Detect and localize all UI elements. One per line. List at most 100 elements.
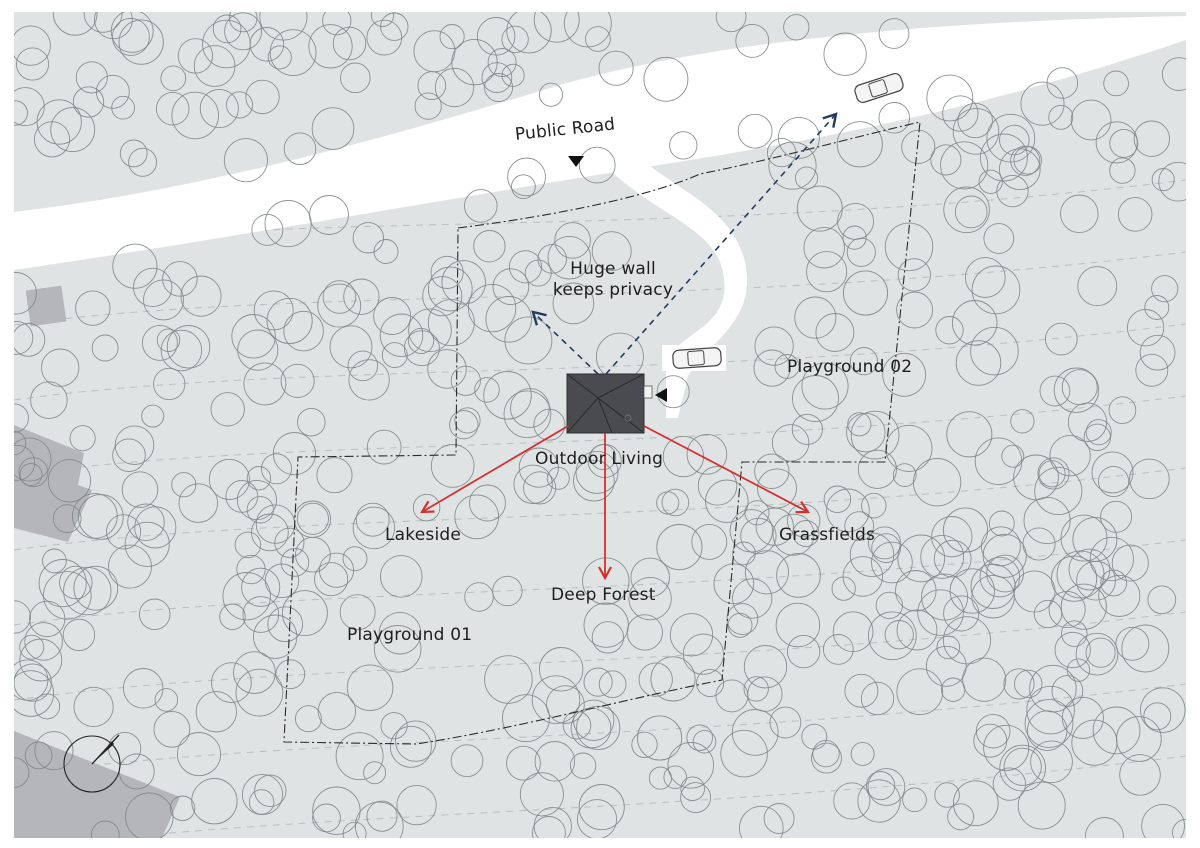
tree: [885, 424, 933, 472]
tree: [732, 578, 773, 619]
tree: [1039, 375, 1071, 407]
tree: [860, 681, 895, 716]
tree: [777, 116, 820, 159]
tree: [1051, 555, 1098, 602]
tree: [171, 91, 219, 140]
tree: [1091, 451, 1134, 494]
tree: [19, 463, 43, 486]
tree: [538, 647, 584, 692]
tree: [269, 29, 317, 76]
tree: [1098, 465, 1130, 498]
tree: [867, 611, 917, 661]
tree: [926, 74, 974, 122]
tree: [464, 582, 494, 612]
tree: [223, 138, 268, 183]
tree: [14, 403, 29, 433]
tree: [504, 316, 553, 365]
tree: [156, 328, 181, 352]
tree: [261, 453, 292, 485]
tree: [314, 562, 349, 597]
tree: [160, 329, 203, 372]
tree: [1095, 121, 1138, 164]
tree: [896, 668, 944, 716]
tree: [91, 334, 119, 362]
tree: [842, 556, 884, 597]
tree: [14, 431, 27, 456]
tree: [246, 466, 272, 491]
tree: [508, 250, 543, 284]
tree: [1068, 548, 1111, 591]
contour-line: [14, 323, 1186, 401]
tree: [297, 407, 326, 437]
tree: [52, 12, 98, 36]
tree: [322, 12, 352, 36]
tree: [162, 261, 198, 297]
tree: [1001, 444, 1025, 468]
tree: [983, 724, 1030, 771]
tree: [743, 645, 788, 689]
tree: [503, 390, 552, 439]
tree: [1151, 168, 1175, 192]
tree: [41, 348, 80, 387]
tree: [118, 19, 164, 65]
tree: [578, 146, 616, 184]
tree: [970, 563, 1016, 609]
tree: [1158, 161, 1186, 202]
tree: [199, 88, 239, 129]
tree: [1034, 466, 1083, 516]
tree: [259, 12, 308, 41]
tree: [309, 195, 349, 235]
tree: [531, 675, 581, 724]
privacy-arrows: [533, 114, 836, 375]
tree: [14, 272, 37, 315]
tree: [335, 732, 384, 781]
tree: [212, 14, 242, 44]
tree: [1115, 626, 1150, 661]
tree: [973, 723, 1008, 758]
tree: [533, 12, 580, 43]
tree: [34, 731, 74, 771]
tree: [1022, 527, 1056, 561]
tree: [772, 513, 815, 556]
tree: [531, 816, 566, 838]
tree: [412, 493, 441, 522]
tree: [1144, 295, 1170, 320]
tree: [243, 362, 287, 406]
tree: [947, 803, 975, 831]
tree: [554, 222, 591, 259]
tree: [316, 457, 353, 494]
tree: [842, 270, 889, 316]
tree: [979, 556, 1021, 598]
tree: [942, 95, 979, 132]
tree: [122, 668, 164, 709]
car-icon: [854, 72, 904, 104]
tree: [992, 767, 1027, 801]
tree: [844, 673, 879, 708]
tree: [14, 600, 31, 634]
tree: [705, 479, 749, 524]
label-lakeside: Lakeside: [385, 525, 462, 545]
tree: [241, 567, 281, 607]
tree: [380, 555, 423, 598]
tree: [378, 611, 422, 655]
tree: [999, 744, 1047, 792]
tree: [506, 745, 541, 781]
tree: [833, 782, 871, 820]
tree: [138, 598, 171, 631]
tree: [245, 79, 280, 115]
tree: [986, 554, 1024, 593]
tree: [281, 590, 328, 637]
tree: [473, 230, 506, 263]
tree: [1054, 631, 1091, 669]
tree: [176, 732, 222, 777]
tree: [1046, 67, 1079, 99]
tree: [737, 113, 773, 149]
entrance-marker-icon: [655, 388, 667, 402]
tree: [895, 570, 937, 612]
tree: [786, 634, 821, 669]
tree: [110, 12, 154, 53]
tree: [757, 468, 797, 509]
tree: [1017, 781, 1066, 830]
tree: [160, 65, 187, 92]
